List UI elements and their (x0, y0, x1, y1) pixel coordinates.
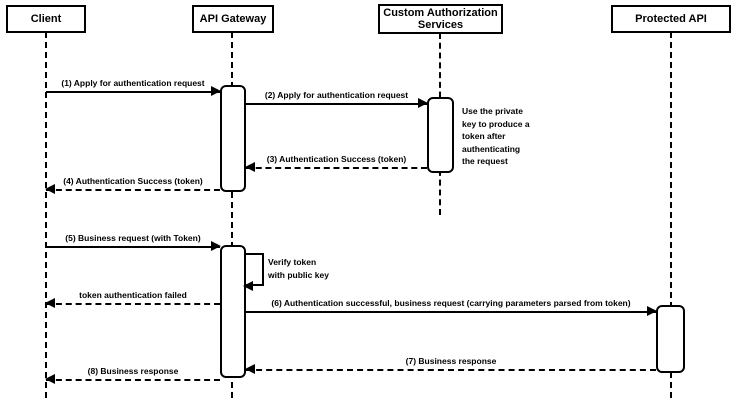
message-3-label: (3) Authentication Success (token) (266, 154, 407, 164)
message-8-label: (8) Business response (87, 366, 179, 376)
arrowhead-left-icon (45, 184, 55, 194)
message-line (246, 167, 427, 169)
message-4-label: (4) Authentication Success (token) (63, 176, 203, 186)
message-line (46, 303, 220, 305)
arrowhead-right-icon (647, 306, 657, 316)
actor-custom-authorization-services: Custom Authorization Services (378, 4, 503, 34)
message-6-label: (6) Authentication successful, business … (271, 298, 631, 308)
activation-api-gateway-auth (220, 85, 246, 192)
arrowhead-right-icon (211, 241, 221, 251)
message-line (246, 311, 656, 313)
actor-protected-api: Protected API (611, 5, 731, 33)
message-line (46, 189, 220, 191)
arrowhead-right-icon (211, 86, 221, 96)
actor-protected-api-label: Protected API (635, 13, 707, 25)
arrowhead-left-icon (245, 162, 255, 172)
message-line (46, 246, 220, 248)
self-message-verify-token (243, 253, 264, 291)
activation-api-gateway-business (220, 245, 246, 378)
actor-custom-authorization-services-label: Custom Authorization Services (383, 7, 498, 31)
self-message-verify-token-label: Verify token with public key (268, 257, 329, 280)
actor-client: Client (6, 5, 86, 33)
arrowhead-left-icon (45, 374, 55, 384)
arrowhead-left-icon (243, 281, 253, 291)
message-line (246, 369, 656, 371)
arrowhead-left-icon (45, 298, 55, 308)
message-token-auth-failed-label: token authentication failed (79, 290, 187, 300)
arrowhead-left-icon (245, 364, 255, 374)
actor-client-label: Client (30, 13, 62, 25)
lifeline-client (45, 32, 47, 398)
message-line (246, 103, 427, 105)
message-line (46, 379, 220, 381)
arrowhead-right-icon (418, 98, 428, 108)
lifeline-protected-api (670, 32, 672, 398)
message-7-label: (7) Business response (405, 356, 497, 366)
actor-api-gateway-label: API Gateway (199, 13, 267, 25)
activation-protected-api (656, 305, 685, 373)
lifeline-api-gateway (231, 32, 233, 398)
message-2-label: (2) Apply for authentication request (264, 90, 409, 100)
actor-api-gateway: API Gateway (192, 5, 274, 33)
note-private-key: Use the private key to produce a token a… (462, 106, 530, 166)
message-1-label: (1) Apply for authentication request (61, 78, 205, 88)
message-line (46, 91, 220, 93)
message-5-label: (5) Business request (with Token) (65, 233, 201, 243)
activation-custom-authorization-services (427, 97, 454, 173)
